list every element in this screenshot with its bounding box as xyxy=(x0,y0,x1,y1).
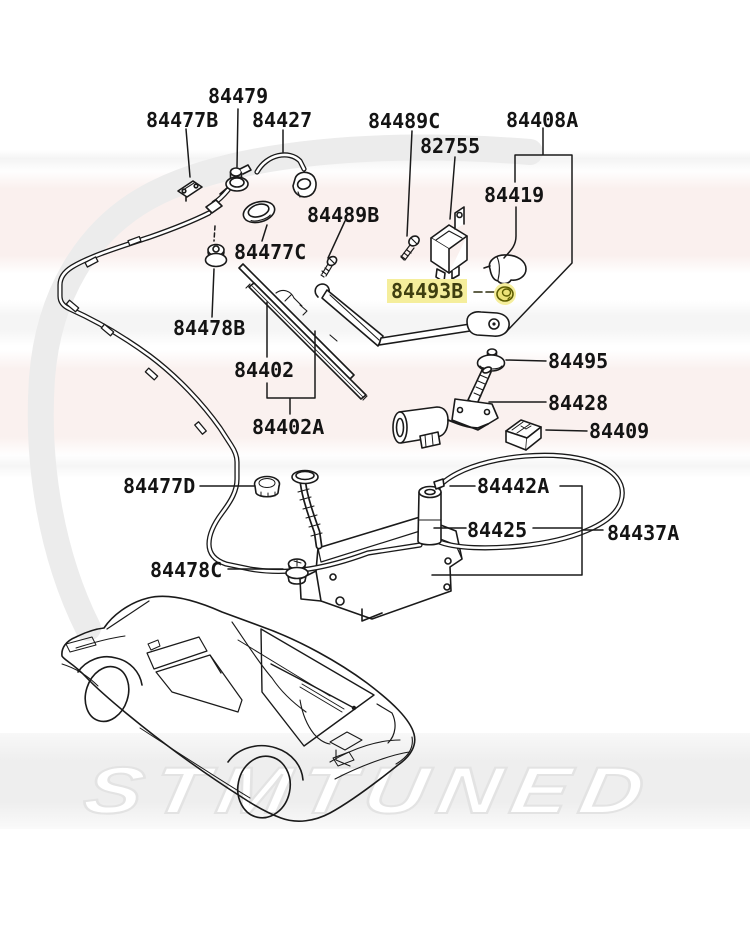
highlighted-part-drawing xyxy=(473,283,516,305)
part-label-84478c: 84478C xyxy=(150,558,223,582)
nozzle-assembly-drawing xyxy=(177,152,317,268)
part-label-84479: 84479 xyxy=(208,84,269,108)
car-drawing xyxy=(61,595,416,822)
wiper-blade-arm-drawing xyxy=(238,263,510,401)
relay-and-screws-drawing xyxy=(320,206,527,285)
watermark-curve xyxy=(27,134,543,641)
part-label-84489b: 84489B xyxy=(307,203,380,227)
part-label-84493b-highlighted: 84493B xyxy=(387,279,468,303)
part-label-84477c: 84477C xyxy=(234,240,307,264)
part-label-84495: 84495 xyxy=(548,349,609,373)
leader-lines xyxy=(185,108,604,576)
part-label-84428: 84428 xyxy=(548,391,609,415)
part-label-84437a: 84437A xyxy=(607,521,680,545)
part-label-84489c: 84489C xyxy=(368,109,441,133)
part-label-84419: 84419 xyxy=(484,183,545,207)
part-label-84425: 84425 xyxy=(467,518,528,542)
part-label-84427: 84427 xyxy=(252,108,313,132)
part-label-84402: 84402 xyxy=(234,358,295,382)
wiper-motor-drawing xyxy=(392,348,542,451)
part-label-84409: 84409 xyxy=(589,419,650,443)
part-label-82755: 82755 xyxy=(420,134,481,158)
part-label-84402a: 84402A xyxy=(252,415,325,439)
washer-hose-drawing xyxy=(57,210,625,575)
part-label-84477b: 84477B xyxy=(146,108,219,132)
part-label-84477d: 84477D xyxy=(123,474,196,498)
part-label-84478b: 84478B xyxy=(173,316,246,340)
reservoir-drawing xyxy=(253,469,445,585)
part-label-84442a: 84442A xyxy=(477,474,550,498)
part-label-84408a: 84408A xyxy=(506,108,579,132)
